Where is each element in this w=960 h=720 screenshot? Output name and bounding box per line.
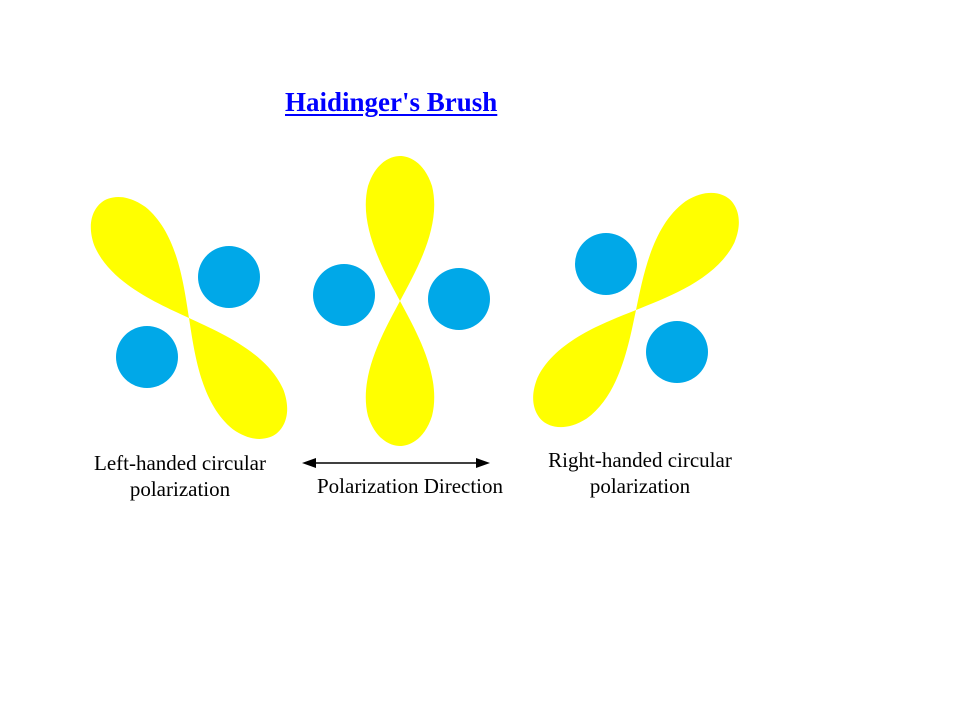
polarization-direction-text: Polarization Direction xyxy=(316,474,504,498)
arrow-head-left xyxy=(302,458,316,468)
polarization-direction-label: Polarization Direction xyxy=(300,473,520,499)
left-handed-label-line1: Left-handed circular xyxy=(94,451,266,475)
brush-lobe-upper xyxy=(74,181,217,339)
right-handed-label: Right-handed circular polarization xyxy=(520,447,760,499)
brush-lobe-upper xyxy=(365,156,435,301)
left-handed-label: Left-handed circular polarization xyxy=(60,450,300,502)
right-handed-brush-figure xyxy=(516,176,756,444)
blue-spot-upper xyxy=(198,246,260,308)
brush-lobe-lower xyxy=(365,301,435,446)
right-handed-label-line1: Right-handed circular xyxy=(548,448,732,472)
left-handed-label-line2: polarization xyxy=(129,477,231,501)
blue-spot-left xyxy=(313,264,375,326)
left-handed-brush-figure xyxy=(74,181,304,455)
brush-lobe-lower xyxy=(161,297,304,455)
blue-spot-lower xyxy=(116,326,178,388)
blue-spot-right xyxy=(428,268,490,330)
arrow-head-right xyxy=(476,458,490,468)
blue-spot-lower xyxy=(646,321,708,383)
right-handed-label-line2: polarization xyxy=(589,474,691,498)
brush-lobe-lower xyxy=(516,287,663,444)
blue-spot-upper xyxy=(575,233,637,295)
diagram-title-link[interactable]: Haidinger's Brush xyxy=(285,87,498,117)
polarization-direction-arrow xyxy=(302,458,490,468)
polarization-direction-brush-figure xyxy=(313,156,490,446)
